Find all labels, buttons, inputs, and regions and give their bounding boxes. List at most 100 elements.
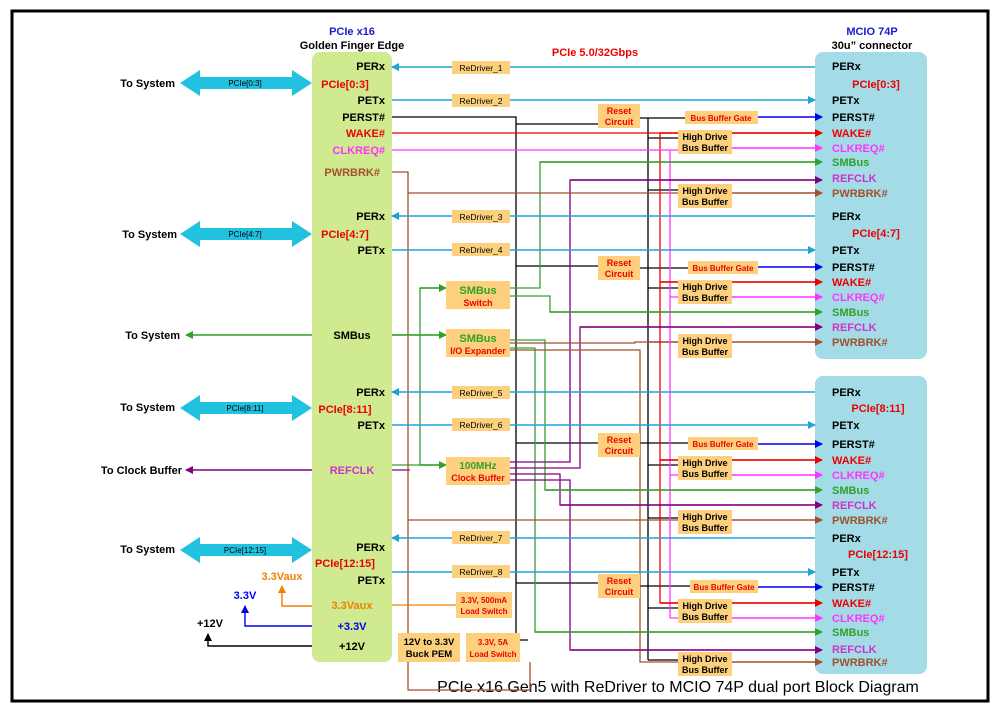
- golden-finger-subtitle: Golden Finger Edge: [300, 40, 405, 52]
- gf-pin-pwrbrk: PWRBRK#: [324, 167, 380, 179]
- reset-label: Reset: [607, 106, 632, 116]
- mcio-pin-petx: PETx: [832, 420, 860, 432]
- mcio-pin-perst: PERST#: [832, 262, 875, 274]
- p33-voltage-label: 3.3V: [234, 590, 257, 602]
- mcio-pin-lanes: PCIe[4:7]: [852, 228, 900, 240]
- smbus-switch-block: SMBus Switch: [446, 281, 510, 309]
- redriver-label: ReDriver_5: [460, 388, 503, 398]
- aux-power-arrow: [278, 585, 312, 607]
- gf-pin-petx: PETx: [357, 95, 385, 107]
- mcio-pin-clkreq: CLKREQ#: [832, 143, 885, 155]
- lane-arrow-8-11: [180, 395, 312, 421]
- redriver-box: [452, 61, 510, 74]
- redriver-box: [452, 94, 510, 107]
- mcio-pin-perst: PERST#: [832, 112, 875, 124]
- redriver-label: ReDriver_4: [460, 245, 503, 255]
- mcio-pin-refclk: REFCLK: [832, 644, 877, 656]
- smbus-switch-title: SMBus: [459, 285, 496, 297]
- gf-pin-petx: PETx: [357, 420, 385, 432]
- gf-pin-aux: 3.3Vaux: [332, 600, 374, 612]
- bus-buffer-label: Bus Buffer: [682, 143, 728, 153]
- mcio-pin-clkreq: CLKREQ#: [832, 613, 885, 625]
- mcio-pin-petx: PETx: [832, 245, 860, 257]
- gf-pin-perx: PERx: [356, 211, 386, 223]
- gf-pin-wake: WAKE#: [346, 128, 385, 140]
- mcio-pin-perx: PERx: [832, 387, 862, 399]
- mcio-pin-pwrbrk: PWRBRK#: [832, 515, 888, 527]
- buck-title: 12V to 3.3V: [404, 637, 455, 648]
- reset-label: Reset: [607, 435, 632, 445]
- to-system-label: To System: [125, 330, 180, 342]
- mcio-pin-refclk: REFCLK: [832, 322, 877, 334]
- p12-power-arrow: [204, 633, 312, 647]
- redriver-box: [452, 243, 510, 256]
- reset-circuits: Reset Circuit Reset Circuit Reset Circui…: [598, 104, 640, 598]
- circuit-label: Circuit: [605, 587, 634, 597]
- mcio-pin-perx: PERx: [832, 211, 862, 223]
- high-drive-label: High Drive: [682, 186, 727, 196]
- golden-finger-title: PCIe x16: [329, 26, 375, 38]
- aux-load-switch-block: 3.3V, 500mA Load Switch: [456, 592, 512, 618]
- bus-buffer-label: Bus Buffer: [682, 197, 728, 207]
- bus-buffer-gates: Bus Buffer Gate Bus Buffer Gate Bus Buff…: [685, 111, 758, 593]
- high-drive-label: High Drive: [682, 336, 727, 346]
- golden-finger-block: [312, 52, 392, 662]
- gf-pin-p33: +3.3V: [337, 621, 367, 633]
- gf-pin-lanes: PCIe[4:7]: [321, 229, 369, 241]
- high-drive-label: High Drive: [682, 512, 727, 522]
- mcio-pin-clkreq: CLKREQ#: [832, 292, 885, 304]
- lane-arrow-label: PCIe[12:15]: [224, 546, 266, 555]
- mcio-port-2: [815, 376, 927, 674]
- mcio-pin-lanes: PCIe[0:3]: [852, 79, 900, 91]
- mcio-pin-smbus: SMBus: [832, 485, 869, 497]
- mcio-pin-refclk: REFCLK: [832, 500, 877, 512]
- bus-buffer-label: Bus Buffer: [682, 612, 728, 622]
- bus-buffer-label: Bus Buffer: [682, 523, 728, 533]
- mcio-pin-refclk: REFCLK: [832, 173, 877, 185]
- outer-frame: [10, 9, 990, 703]
- aux-voltage-label: 3.3Vaux: [262, 571, 304, 583]
- mcio-port-2-pins: PERx PCIe[8:11] PETx PERST# WAKE# CLKREQ…: [832, 387, 908, 669]
- to-system-label: To System: [120, 402, 175, 414]
- aux-switch-title: 3.3V, 500mA: [461, 596, 508, 605]
- connector-title: MCIO 74P: [846, 26, 897, 38]
- lane-arrow-label: PCIe[8:11]: [226, 404, 263, 413]
- high-drive-label: High Drive: [682, 282, 727, 292]
- lane-arrow-4-7: [180, 221, 312, 247]
- buck-pem-block: 12V to 3.3V Buck PEM: [398, 633, 460, 662]
- lane-arrow-label: PCIe[4:7]: [228, 230, 261, 239]
- lane-wires: [392, 67, 815, 572]
- golden-finger-pins: PERx PCIe[0:3] PETx PERST# WAKE# CLKREQ#…: [315, 61, 386, 653]
- high-drive-label: High Drive: [682, 601, 727, 611]
- mcio-pin-smbus: SMBus: [832, 307, 869, 319]
- high-drive-label: High Drive: [682, 132, 727, 142]
- mcio-pin-lanes: PCIe[12:15]: [848, 549, 908, 561]
- mcio-pin-wake: WAKE#: [832, 598, 871, 610]
- mcio-pin-perst: PERST#: [832, 439, 875, 451]
- redriver-label: ReDriver_2: [460, 96, 503, 106]
- p33-power-arrow: [241, 605, 312, 627]
- left-system-arrows: [180, 70, 312, 647]
- smbus-io-subtitle: I/O Expander: [450, 346, 506, 356]
- redriver-box: [452, 531, 510, 544]
- mcio-pin-wake: WAKE#: [832, 128, 871, 140]
- bus-buffer-label: Bus Buffer: [682, 293, 728, 303]
- mcio-pin-wake: WAKE#: [832, 455, 871, 467]
- to-system-label: To System: [120, 544, 175, 556]
- mcio-pin-wake: WAKE#: [832, 277, 871, 289]
- gf-pin-perst: PERST#: [342, 112, 385, 124]
- bus-buffer-gate-label: Bus Buffer Gate: [694, 583, 755, 592]
- mcio-pin-lanes: PCIe[8:11]: [851, 403, 905, 415]
- block-input-arrows: [392, 284, 447, 469]
- to-system-label: To System: [122, 229, 177, 241]
- smbus-io-expander-block: SMBus I/O Expander: [446, 329, 510, 357]
- lane-arrow-0-3: [180, 70, 312, 96]
- clock-buffer-block: 100MHz Clock Buffer: [446, 457, 510, 485]
- mcio-pin-perx: PERx: [832, 533, 862, 545]
- lane-arrow-label: PCIe[0:3]: [228, 79, 261, 88]
- to-system-label: To System: [120, 78, 175, 90]
- gf-pin-lanes: PCIe[0:3]: [321, 79, 369, 91]
- mcio-pin-pwrbrk: PWRBRK#: [832, 188, 888, 200]
- load5a-subtitle: Load Switch: [469, 650, 516, 659]
